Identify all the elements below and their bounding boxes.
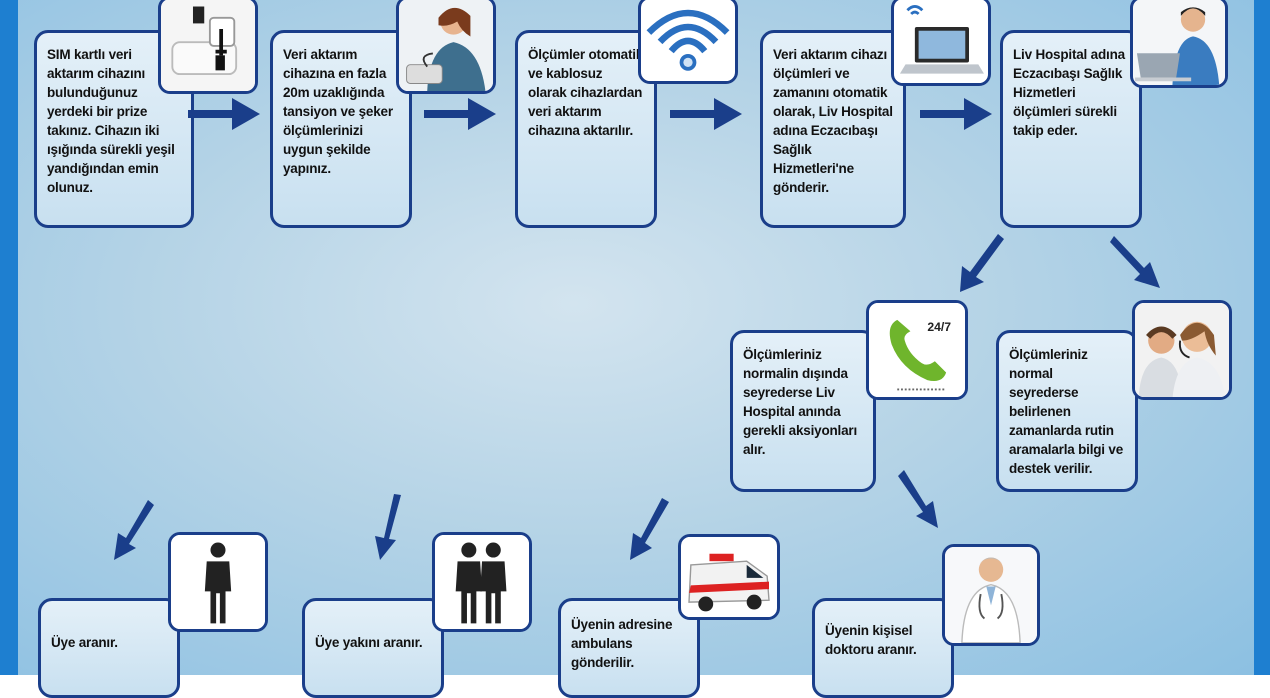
arrow-to-step-9 [366,492,406,562]
step-8-text: Üye aranır. [51,635,118,650]
step-4-text: Veri aktarım cihazı ölçümleri ve zamanın… [773,47,893,195]
step-11-box: Üyenin kişisel doktoru aranır. [812,598,954,698]
step-5-text: Liv Hospital adına Eczacıbaşı Sağlık Hiz… [1013,47,1125,138]
arrow-3-to-4 [668,96,744,132]
plug-device-icon [158,0,258,94]
step-2-box: Veri aktarım cihazına en fazla 20m uzakl… [270,30,412,228]
two-people-icon [432,532,532,632]
arrow-2-to-3 [422,96,498,132]
doctor-icon [942,544,1040,646]
wireless-signal-icon [638,0,738,84]
arrow-to-step-10 [624,496,672,562]
call-center-agent-icon [1130,0,1228,88]
step-6-text: Ölçümleriniz normalin dışında seyrederse… [743,347,858,457]
step-2-text: Veri aktarım cihazına en fazla 20m uzakl… [283,47,393,176]
arrow-5-to-6 [954,232,1006,294]
arrow-6-to-11 [896,468,946,530]
phone-24-7-icon: 24/7 [866,300,968,400]
badge-24-7: 24/7 [927,320,951,334]
step-4-box: Veri aktarım cihazı ölçümleri ve zamanın… [760,30,906,228]
step-5-box: Liv Hospital adına Eczacıbaşı Sağlık Hiz… [1000,30,1142,228]
arrow-4-to-5 [918,96,994,132]
step-3-box: Ölçümler otomatik ve kablosuz olarak cih… [515,30,657,228]
arrow-1-to-2 [186,96,262,132]
step-8-box: Üye aranır. [38,598,180,698]
step-11-text: Üyenin kişisel doktoru aranır. [825,623,917,657]
step-9-box: Üye yakını aranır. [302,598,444,698]
step-1-text: SIM kartlı veri aktarım cihazını bulundu… [47,47,175,195]
support-agents-icon [1132,300,1232,400]
arrow-to-step-8 [108,498,156,562]
step-7-text: Ölçümleriniz normal seyrederse belirlene… [1009,347,1124,476]
step-10-text: Üyenin adresine ambulans gönderilir. [571,617,673,670]
arrow-5-to-7 [1108,234,1164,292]
blood-pressure-nurse-icon [396,0,496,94]
ambulance-icon [678,534,780,620]
step-7-box: Ölçümleriniz normal seyrederse belirlene… [996,330,1138,492]
step-9-text: Üye yakını aranır. [315,635,423,650]
step-3-text: Ölçümler otomatik ve kablosuz olarak cih… [528,47,644,138]
diagram-panel: SIM kartlı veri aktarım cihazını bulundu… [18,0,1254,698]
step-6-box: Ölçümleriniz normalin dışında seyrederse… [730,330,876,492]
laptop-icon [891,0,991,86]
person-icon [168,532,268,632]
